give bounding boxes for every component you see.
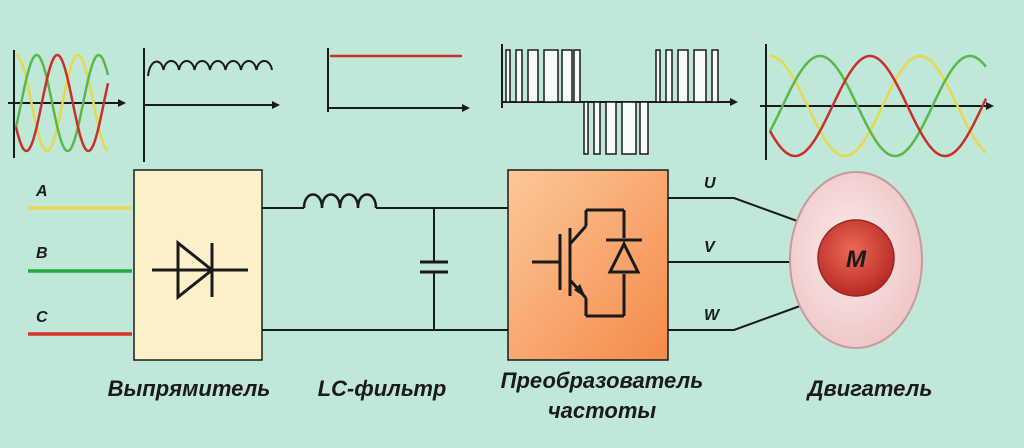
inductor-symbol bbox=[302, 193, 378, 209]
pwm-pulse bbox=[677, 49, 689, 103]
phase-label-c: C bbox=[36, 309, 48, 326]
pwm-pulse bbox=[711, 49, 719, 103]
motor-caption: Двигатель bbox=[807, 376, 933, 401]
pwm-pulse bbox=[573, 49, 581, 103]
input-phases: A B C bbox=[28, 183, 132, 336]
pwm-pulse bbox=[583, 101, 589, 155]
output-phases bbox=[668, 197, 801, 331]
wave2-ripple-dc bbox=[147, 60, 273, 77]
wave5-phase-red bbox=[768, 54, 988, 158]
wave4-pulses bbox=[505, 49, 719, 155]
phase-label-b: B bbox=[36, 245, 48, 262]
waveform-input-three-phase bbox=[8, 50, 126, 158]
motor: M bbox=[789, 171, 923, 349]
pwm-pulse bbox=[655, 49, 661, 103]
waveform-rectified bbox=[143, 48, 280, 162]
inverter-block bbox=[507, 169, 669, 361]
waveform-output-three-phase bbox=[760, 44, 994, 160]
phase-label-a: A bbox=[35, 183, 48, 200]
wave5-phase-green bbox=[768, 54, 987, 158]
waveform-filtered-dc bbox=[327, 48, 470, 112]
rectifier-box bbox=[133, 169, 263, 361]
output-label-v: V bbox=[704, 239, 716, 256]
wave1-x-arrow bbox=[118, 99, 126, 107]
inverter-caption-line1: Преобразователь bbox=[500, 368, 704, 393]
pwm-pulse bbox=[639, 101, 649, 155]
wave5-x-arrow bbox=[986, 102, 994, 110]
pwm-pulse bbox=[515, 49, 523, 103]
wave1-phase-green bbox=[14, 53, 110, 153]
wave1-phase-yellow bbox=[15, 53, 109, 153]
pwm-pulse bbox=[605, 101, 617, 155]
capacitor-symbol bbox=[420, 208, 448, 330]
igbt-emitter-arrow bbox=[574, 284, 586, 298]
filter-caption: LC-фильтр bbox=[317, 376, 447, 401]
wave2-x-arrow bbox=[272, 101, 280, 109]
pwm-pulse bbox=[665, 49, 673, 103]
output-label-u: U bbox=[704, 175, 716, 192]
wave5-phase-yellow bbox=[770, 54, 987, 158]
output-label-w: W bbox=[704, 307, 721, 324]
pwm-pulse bbox=[543, 49, 559, 103]
wave3-x-arrow bbox=[462, 104, 470, 112]
inverter-box bbox=[507, 169, 669, 361]
motor-label: M bbox=[846, 246, 867, 273]
motor-rotor bbox=[817, 219, 895, 297]
wave1-phase-red bbox=[14, 53, 110, 153]
wave4-x-arrow bbox=[730, 98, 738, 106]
dc-bus bbox=[262, 193, 508, 331]
pwm-pulse bbox=[593, 101, 601, 155]
waveform-pwm bbox=[501, 44, 738, 155]
rectifier-block bbox=[133, 169, 263, 361]
rectifier-caption: Выпрямитель bbox=[107, 376, 271, 401]
output-line-u bbox=[668, 197, 801, 223]
pwm-pulse bbox=[527, 49, 539, 103]
pwm-pulse bbox=[505, 49, 511, 103]
output-line-w bbox=[668, 305, 801, 331]
pwm-pulse bbox=[693, 49, 707, 103]
pwm-pulse bbox=[561, 49, 573, 103]
inverter-caption-line2: частоты bbox=[547, 398, 657, 423]
pwm-pulse bbox=[621, 101, 637, 155]
diode-symbol bbox=[152, 239, 248, 301]
